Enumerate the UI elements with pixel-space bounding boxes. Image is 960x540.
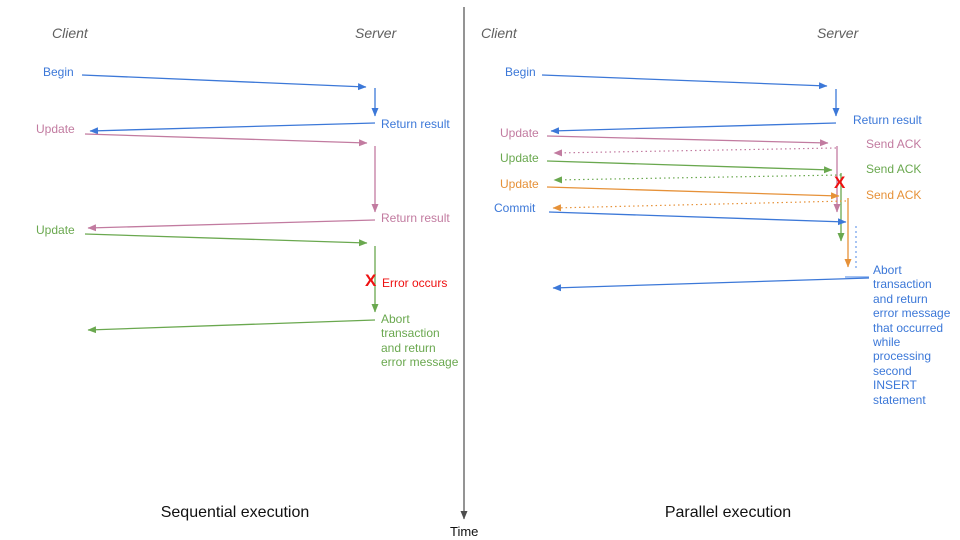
time-axis-label: Time bbox=[450, 524, 479, 539]
left-return-result-1-label: Return result bbox=[381, 117, 450, 131]
right-update-1-label: Update bbox=[500, 126, 539, 140]
right-update-3-label: Update bbox=[500, 177, 539, 191]
right-update-1-request-arrow bbox=[546, 135, 841, 213]
left-begin-request-arrow bbox=[81, 74, 379, 117]
right-update-2-request-arrow bbox=[546, 160, 845, 242]
left-abort-note: Abort transaction and return error messa… bbox=[381, 312, 459, 370]
right-begin-request-arrow bbox=[541, 74, 840, 117]
left-error-occurs-label: Error occurs bbox=[382, 276, 448, 290]
right-client-header: Client bbox=[481, 25, 517, 41]
left-update-1-label: Update bbox=[36, 122, 75, 136]
right-update-3-request-arrow bbox=[546, 186, 852, 268]
right-commit-request-arrow bbox=[548, 211, 847, 226]
left-return-result-2-label: Return result bbox=[381, 211, 450, 225]
right-server-header: Server bbox=[817, 25, 859, 41]
right-send-ack-2-label: Send ACK bbox=[866, 162, 922, 176]
left-update-2-request-arrow bbox=[84, 233, 379, 313]
right-send-ack-1-label: Send ACK bbox=[866, 137, 922, 151]
right-send-ack-2-arrow bbox=[553, 174, 842, 184]
left-update-2-label: Update bbox=[36, 223, 75, 237]
left-return-result-2-arrow bbox=[87, 219, 376, 232]
right-send-ack-3-arrow bbox=[552, 200, 847, 212]
right-send-ack-1-arrow bbox=[553, 147, 837, 157]
left-return-result-1-arrow bbox=[89, 122, 376, 135]
right-error-x-mark: X bbox=[834, 173, 846, 192]
left-client-header: Client bbox=[52, 25, 88, 41]
right-caption: Parallel execution bbox=[664, 504, 792, 521]
right-return-result-label: Return result bbox=[853, 113, 922, 127]
right-abort-return-arrow bbox=[552, 276, 870, 292]
left-update-1-request-arrow bbox=[84, 133, 379, 213]
left-begin-label: Begin bbox=[43, 65, 74, 79]
right-begin-label: Begin bbox=[505, 65, 536, 79]
left-abort-return-arrow bbox=[87, 319, 376, 334]
right-return-result-arrow bbox=[550, 122, 837, 135]
left-caption: Sequential execution bbox=[160, 504, 310, 521]
left-error-x-mark: X bbox=[365, 271, 377, 290]
right-update-2-label: Update bbox=[500, 151, 539, 165]
right-abort-note: Abort transaction and return error messa… bbox=[873, 263, 951, 407]
right-commit-label: Commit bbox=[494, 201, 536, 215]
left-server-header: Server bbox=[355, 25, 397, 41]
right-send-ack-3-label: Send ACK bbox=[866, 188, 922, 202]
